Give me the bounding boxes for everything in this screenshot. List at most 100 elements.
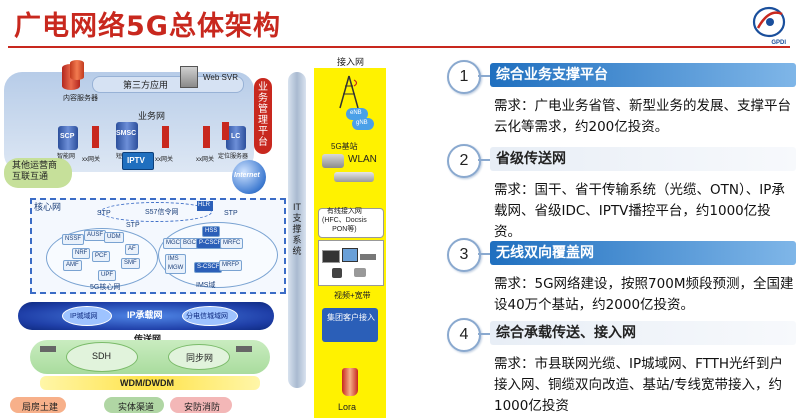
hlr-box <box>197 201 213 211</box>
item-title: 综合承载传送、接入网 <box>490 321 796 345</box>
cable-access-box <box>318 208 384 238</box>
security-label: 安防消防 <box>184 402 221 412</box>
item-desc: 需求：5G网络建设，按照700M频段预测，全国建设40万个基站，约2000亿投资… <box>494 276 794 313</box>
gateway-label: xx网关 <box>82 157 101 163</box>
server-icon <box>180 66 198 88</box>
enb-badge <box>346 108 368 120</box>
item-desc: 需求：广电业务省管、新型业务的发展、支撑平台云化等需求，约200亿投资。 <box>494 98 791 135</box>
it-support-bar <box>288 72 306 388</box>
udm-chip: UDM <box>104 232 124 243</box>
af-chip: AF <box>125 244 139 255</box>
item-connector <box>478 253 490 255</box>
web-svr-label: Web SVR <box>203 73 238 82</box>
nssf-chip: NSSF <box>62 234 85 245</box>
stp-label: STP <box>126 222 140 229</box>
tv-icon <box>322 250 340 263</box>
internet-label: Internet <box>234 172 260 179</box>
core-network-label: 核心网 <box>34 202 62 212</box>
upf-chip: UPF <box>98 270 116 281</box>
gnb-badge <box>352 118 374 130</box>
civil-label: 局房土建 <box>22 402 59 412</box>
database-icon <box>70 60 84 80</box>
title-divider <box>8 46 790 48</box>
channel-label: 实体渠道 <box>118 402 155 412</box>
cable-access-label: 有线接入网 (HFC、Docsis PON等) <box>322 208 367 233</box>
group-access-box <box>322 308 378 342</box>
amf-chip: AMF <box>63 260 82 271</box>
iptv-label: IPTV <box>127 156 145 165</box>
gnb-label: gNB <box>356 120 368 126</box>
dist-metro-oval <box>182 306 238 326</box>
group-access-label: 集团客户接入 <box>327 313 375 322</box>
s57-label: S57信令网 <box>145 209 179 216</box>
wlan-label: WLAN <box>348 154 377 165</box>
gpdi-logo <box>752 6 786 38</box>
mrfc-chip: MRFC <box>220 238 244 249</box>
item-desc: 需求：市县联网光缆、IP城域网、FTTH光纤到户接入网、铜缆双向改造、基站/专线… <box>494 356 784 414</box>
transport-node <box>236 346 252 352</box>
firewall-icon <box>162 126 169 148</box>
s57-net-ellipse <box>100 202 212 222</box>
hlr-label: HLR <box>198 202 211 208</box>
access-net-label: 接入网 <box>337 57 365 67</box>
ip-metro-label: IP城域网 <box>70 313 98 320</box>
phone-icon <box>332 268 342 278</box>
hss-chip: HSS <box>202 226 221 237</box>
nrf-chip: NRF <box>72 248 91 259</box>
item-connector <box>478 75 490 77</box>
pc-icon <box>342 248 358 262</box>
third-party-bar <box>92 76 244 93</box>
it-support-label: IT支撑系统 <box>292 202 302 256</box>
logo-text: GPDI <box>771 40 786 46</box>
item-number-badge: 3 <box>447 238 481 272</box>
sync-oval <box>168 344 230 370</box>
wdm-band <box>40 376 260 390</box>
smf-chip: SMF <box>121 258 140 269</box>
pcf-chip: PCF <box>92 251 110 262</box>
sdh-oval <box>66 342 138 372</box>
ims-mgw-chip: IMS MGW <box>165 254 187 274</box>
sync-label: 同步网 <box>186 353 214 363</box>
lc-label: LC <box>231 133 241 140</box>
item-connector <box>478 159 490 161</box>
iptv-box <box>122 152 154 170</box>
lc-server <box>226 126 246 150</box>
core-5g-label: 5G核心网 <box>90 284 121 291</box>
firewall-icon <box>203 126 210 148</box>
scp-label: SCP <box>60 133 75 140</box>
video-broadband-label: 视频+宽带 <box>334 291 371 300</box>
scp-sub-label: 智能网 <box>57 154 76 160</box>
mrfp-chip: MRFP <box>219 260 242 271</box>
other-operator-label: 其他运营商 互联互通 <box>12 160 58 181</box>
item-connector <box>478 333 490 335</box>
stp-label: STP <box>97 210 111 217</box>
service-mgmt-platform <box>254 78 272 154</box>
page-title: 广电网络5G总体架构 <box>14 11 281 42</box>
ip-metro-oval <box>62 306 112 326</box>
channel-pill <box>104 397 164 413</box>
station-5g-label: 5G基站 <box>331 142 358 151</box>
lora-device-icon <box>342 368 358 396</box>
stp-label: STP <box>224 210 238 217</box>
architecture-diagram: 第三方应用 内容服务器 Web SVR 业务网 SCP 智能网 SMSC 短消息… <box>0 50 440 418</box>
dist-metro-label: 分电信城域网 <box>186 313 228 320</box>
item-number-badge: 1 <box>447 60 481 94</box>
security-pill <box>170 397 232 413</box>
scp-server <box>58 126 78 150</box>
cell-tower-icon <box>339 75 359 109</box>
enb-label: eNB <box>350 110 362 116</box>
wlan-device <box>334 172 374 182</box>
content-server-label: 内容服务器 <box>63 95 98 102</box>
gateway-label: xx网关 <box>155 157 174 163</box>
business-net-label: 业务网 <box>138 111 166 121</box>
item-desc: 需求：国干、省干传输系统（光缆、OTN）、IP承载网、省级IDC、IPTV播控平… <box>494 182 785 240</box>
wlan-router-icon <box>322 154 344 168</box>
firewall-icon <box>92 126 99 148</box>
other-operator-bubble <box>4 158 72 188</box>
firewall-icon <box>222 122 229 140</box>
transport-node <box>40 346 56 352</box>
item-title: 无线双向覆盖网 <box>490 241 796 265</box>
third-party-label: 第三方应用 <box>123 80 169 90</box>
camera-icon <box>354 268 366 277</box>
item-number-badge: 4 <box>447 318 481 352</box>
